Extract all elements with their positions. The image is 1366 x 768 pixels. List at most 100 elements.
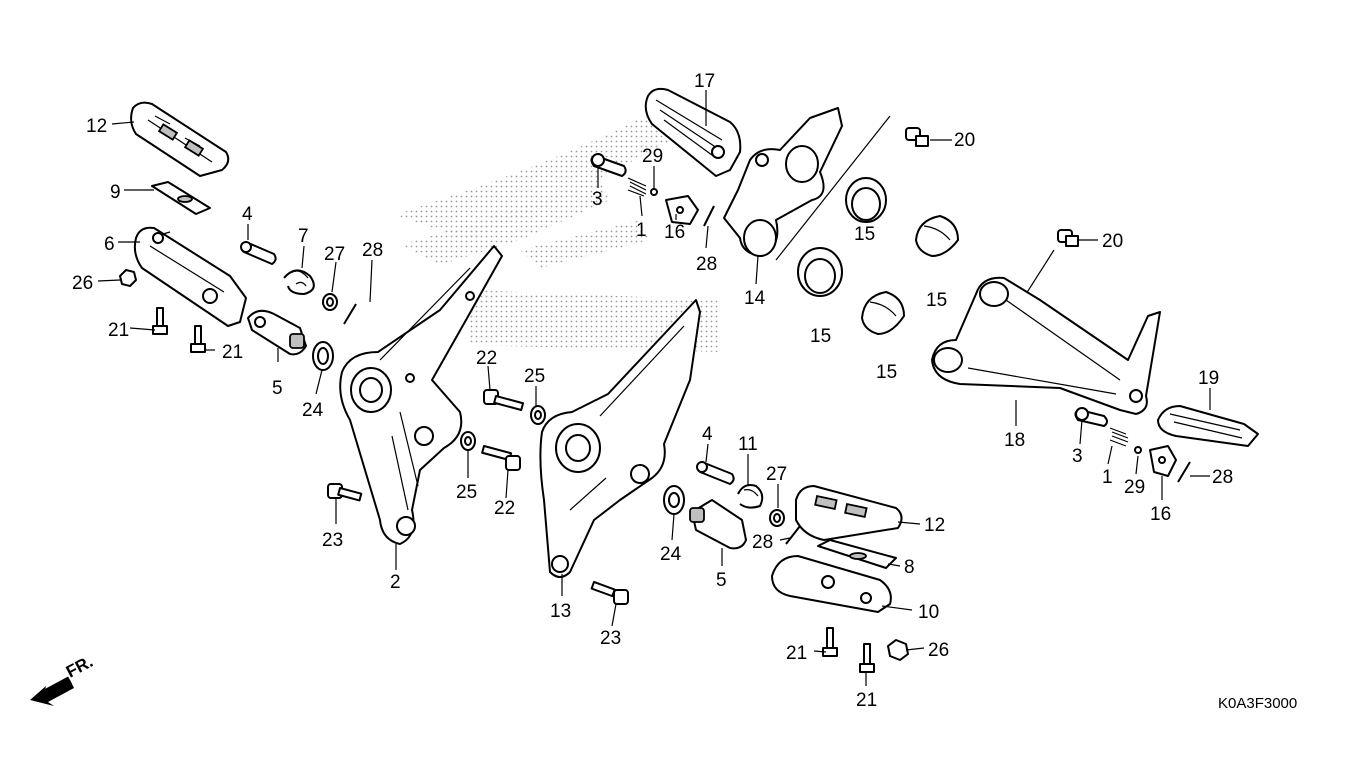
- callout-4: 4: [242, 204, 253, 225]
- callout-20: 20: [1102, 231, 1123, 252]
- callout-28: 28: [752, 532, 773, 553]
- part-3-pin-upper: [590, 153, 627, 177]
- part-28-cotter-pin-right: [785, 525, 801, 545]
- front-direction-arrow: FR.: [30, 652, 96, 706]
- part-26-nut-left: [119, 269, 137, 287]
- part-26-nut-right: [887, 639, 909, 661]
- callout-23: 23: [600, 628, 621, 649]
- part-22-bolt-left: [483, 389, 525, 412]
- leader-lines: [97, 90, 1211, 686]
- part-13-step-bracket-right: [539, 299, 701, 578]
- part-28-cotter-pin-upper: [703, 205, 715, 227]
- callout-28: 28: [1212, 467, 1233, 488]
- part-2-step-bracket-left: [339, 245, 503, 545]
- callout-19: 19: [1198, 368, 1219, 389]
- callout-15: 15: [854, 224, 875, 245]
- callout-11: 11: [738, 434, 758, 455]
- part-21-bolt-left-a: [152, 307, 168, 335]
- callout-5: 5: [716, 570, 727, 591]
- part-14-passenger-bracket-left: [723, 107, 843, 257]
- callout-26: 26: [72, 273, 93, 294]
- callout-7: 7: [298, 226, 309, 247]
- callout-4: 4: [702, 424, 713, 445]
- part-23-bolt-left: [327, 483, 363, 502]
- part-15-bushing-a: [845, 177, 887, 223]
- part-5-pivot-right: [689, 499, 747, 550]
- part-18-passenger-bracket-right: [931, 276, 1161, 415]
- part-16-plate-lower: [1149, 445, 1177, 477]
- callout-21: 21: [108, 320, 129, 341]
- callout-10: 10: [918, 602, 939, 623]
- part-1-spring-lower: [1109, 427, 1129, 447]
- callout-8: 8: [904, 557, 915, 578]
- callout-13: 13: [550, 601, 571, 622]
- callout-15: 15: [810, 326, 831, 347]
- part-28-cotter-pin-lower: [1177, 461, 1191, 483]
- part-25-washer-a: [530, 405, 546, 425]
- part-29-ball-upper: [650, 188, 658, 196]
- callout-18: 18: [1004, 430, 1025, 451]
- part-3-pin-lower: [1074, 407, 1108, 427]
- callout-27: 27: [766, 464, 787, 485]
- part-24-washer-left: [312, 341, 334, 371]
- part-5-pivot-left: [247, 309, 307, 356]
- callout-6: 6: [104, 234, 115, 255]
- part-16-plate-upper: [665, 195, 699, 225]
- callout-29: 29: [642, 146, 663, 167]
- part-25-washer-b: [460, 431, 476, 451]
- callout-24: 24: [302, 400, 324, 421]
- callout-12: 12: [86, 116, 107, 137]
- part-15-bushing-d: [861, 291, 905, 335]
- part-22-bolt-right: [481, 445, 521, 471]
- callout-3: 3: [1072, 446, 1083, 467]
- part-12-peg-rubber-right: [795, 485, 903, 541]
- callout-28: 28: [362, 240, 383, 261]
- callout-29: 29: [1124, 477, 1145, 498]
- part-10-step-peg-right: [771, 555, 892, 613]
- callout-27: 27: [324, 244, 345, 265]
- part-6-step-peg-left: [133, 226, 247, 327]
- callout-22: 22: [494, 498, 515, 519]
- part-8-plate-right: [817, 539, 897, 569]
- part-20-bolt-lower: [1057, 229, 1079, 247]
- part-23-bolt-right: [590, 581, 629, 605]
- callout-28: 28: [696, 254, 717, 275]
- callout-21: 21: [856, 690, 877, 711]
- part-28-cotter-pin-left: [343, 303, 357, 325]
- part-15-bushing-c: [797, 247, 843, 297]
- part-27-washer-right: [769, 509, 785, 527]
- callout-25: 25: [524, 366, 545, 387]
- honda-wing-logo: [395, 108, 720, 352]
- part-15-bushing-b: [915, 215, 959, 257]
- callout-14: 14: [744, 288, 766, 309]
- part-4-pin-left: [240, 241, 277, 265]
- callout-26: 26: [928, 640, 949, 661]
- callout-16: 16: [1150, 504, 1171, 525]
- part-7-spring: [283, 269, 315, 295]
- callout-16: 16: [664, 222, 685, 243]
- callout-1: 1: [1102, 467, 1113, 488]
- callout-24: 24: [660, 544, 682, 565]
- callout-labels: 12 9 6 26 21 21 4 7 27 28 5 24 23 2 22 2…: [72, 71, 1233, 711]
- callout-23: 23: [322, 530, 343, 551]
- callout-5: 5: [272, 378, 283, 399]
- part-21-bolt-left-b: [190, 325, 206, 353]
- callout-17: 17: [694, 71, 715, 92]
- callout-15: 15: [876, 362, 897, 383]
- part-21-bolt-right-b: [859, 643, 875, 673]
- part-20-bolt-upper: [905, 127, 929, 147]
- part-4-pin-right: [696, 461, 735, 485]
- callout-1: 1: [636, 220, 647, 241]
- callout-12: 12: [924, 515, 945, 536]
- part-27-washer-left: [322, 293, 338, 311]
- callout-2: 2: [390, 572, 401, 593]
- diagram-code: K0A3F3000: [1218, 695, 1297, 712]
- part-1-spring-upper: [627, 177, 647, 197]
- part-9-plate-left: [151, 181, 211, 215]
- callout-22: 22: [476, 348, 497, 369]
- part-29-ball-lower: [1134, 446, 1142, 454]
- part-12-peg-rubber-left: [130, 101, 230, 177]
- callout-25: 25: [456, 482, 477, 503]
- callout-15: 15: [926, 290, 947, 311]
- callout-20: 20: [954, 130, 975, 151]
